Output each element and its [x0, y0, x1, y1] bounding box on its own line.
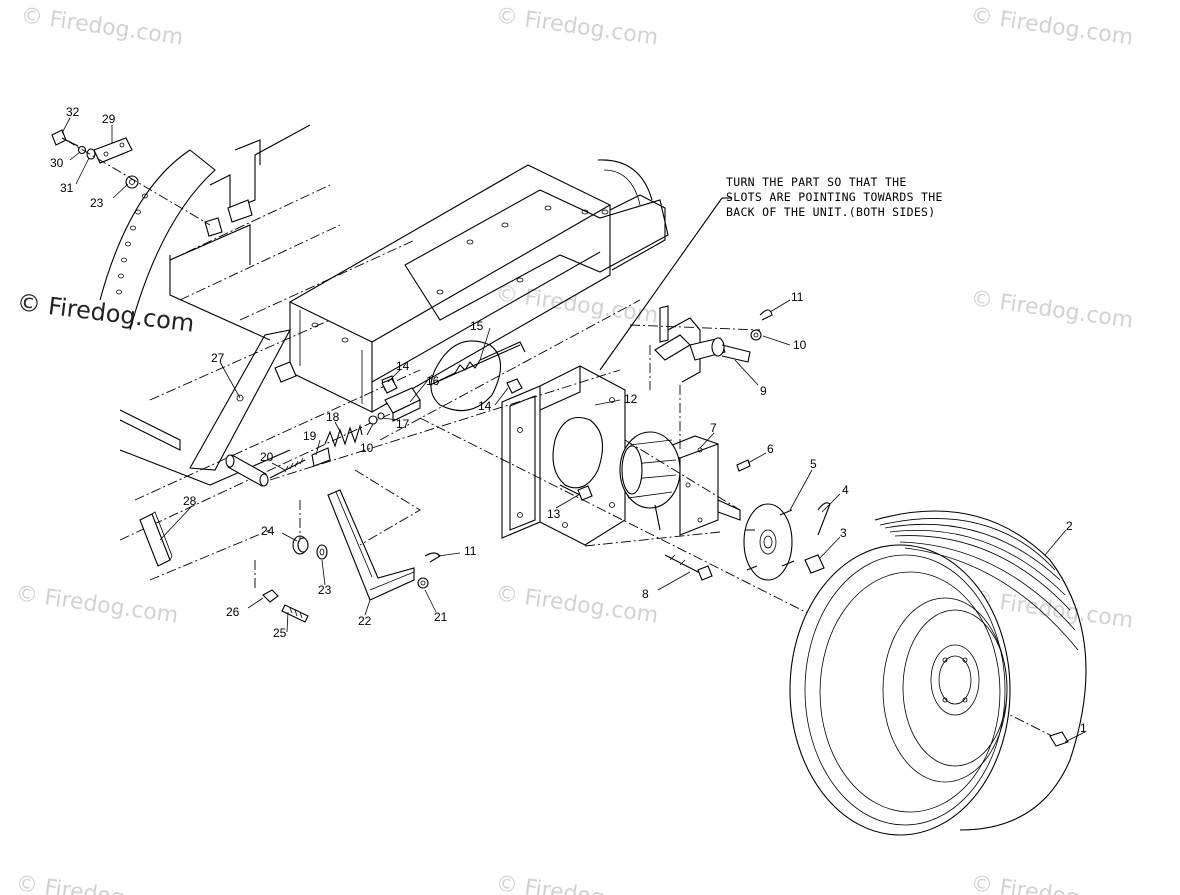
pedal-assembly	[139, 329, 526, 623]
watermark-dark: © Firedog.com	[15, 288, 196, 338]
callout-20: 20	[260, 450, 274, 464]
callout-4: 4	[842, 483, 849, 497]
spring-icon	[324, 423, 363, 448]
watermark: © Firedog.com	[969, 3, 1135, 51]
fender-holes	[116, 193, 148, 295]
brake-assembly	[629, 305, 773, 450]
watermark: © Firedog.com	[969, 286, 1135, 334]
note-line-3: BACK OF THE UNIT.(BOTH SIDES)	[726, 205, 935, 219]
watermark: © Firedog.com	[494, 3, 660, 51]
callout-16: 16	[426, 374, 440, 388]
watermark: © Firedog.com	[14, 581, 180, 629]
leader-lines	[61, 117, 1086, 743]
watermark: © Firedog.com	[494, 581, 660, 629]
callout-24: 24	[261, 524, 275, 538]
callout-30: 30	[50, 156, 64, 170]
callout-10-lower: 10	[360, 441, 374, 455]
callout-18: 18	[326, 410, 340, 424]
callout-17: 17	[396, 417, 410, 431]
watermark: © Firedog.com	[19, 3, 185, 51]
callout-26: 26	[226, 605, 240, 619]
callout-23-upper: 23	[90, 196, 104, 210]
callout-11-upper: 11	[791, 290, 804, 304]
watermark: © Firedog.com	[969, 871, 1135, 895]
callout-28: 28	[183, 494, 197, 508]
callout-25: 25	[273, 626, 287, 640]
callout-31: 31	[60, 181, 74, 195]
note-line-1: TURN THE PART SO THAT THE	[726, 175, 907, 189]
callout-19: 19	[303, 429, 317, 443]
callout-12: 12	[624, 392, 638, 406]
callout-11-lower: 11	[464, 544, 477, 558]
callout-21: 21	[434, 610, 448, 624]
callout-14-left: 14	[396, 359, 410, 373]
chassis-frame	[99, 124, 669, 541]
watermark: © Firedog.com	[14, 871, 180, 895]
callout-15: 15	[470, 319, 484, 333]
callout-labels: 1 2 3 4 5 6 7 8 9 10 10 11 11 12 13 14 1…	[50, 105, 1087, 735]
watermark: © Firedog.com	[494, 871, 660, 895]
callout-23-lower: 23	[318, 583, 332, 597]
callout-6: 6	[767, 442, 774, 456]
callout-32: 32	[66, 105, 80, 119]
callout-29: 29	[102, 112, 116, 126]
callout-1: 1	[1080, 721, 1087, 735]
callout-5: 5	[810, 457, 817, 471]
callout-14-right: 14	[478, 399, 492, 413]
callout-10-upper: 10	[793, 338, 807, 352]
assembly-note: TURN THE PART SO THAT THE SLOTS ARE POIN…	[726, 175, 943, 219]
upper-left-hardware	[51, 129, 211, 226]
callout-27: 27	[211, 351, 225, 365]
callout-22: 22	[358, 614, 372, 628]
callout-8: 8	[642, 587, 649, 601]
callout-2: 2	[1066, 519, 1073, 533]
callout-13: 13	[547, 507, 561, 521]
callout-3: 3	[840, 526, 847, 540]
tire-wheel	[789, 510, 1087, 836]
callout-9: 9	[760, 384, 767, 398]
note-line-2: SLOTS ARE POINTING TOWARDS THE	[726, 190, 943, 204]
callout-7: 7	[710, 421, 717, 435]
